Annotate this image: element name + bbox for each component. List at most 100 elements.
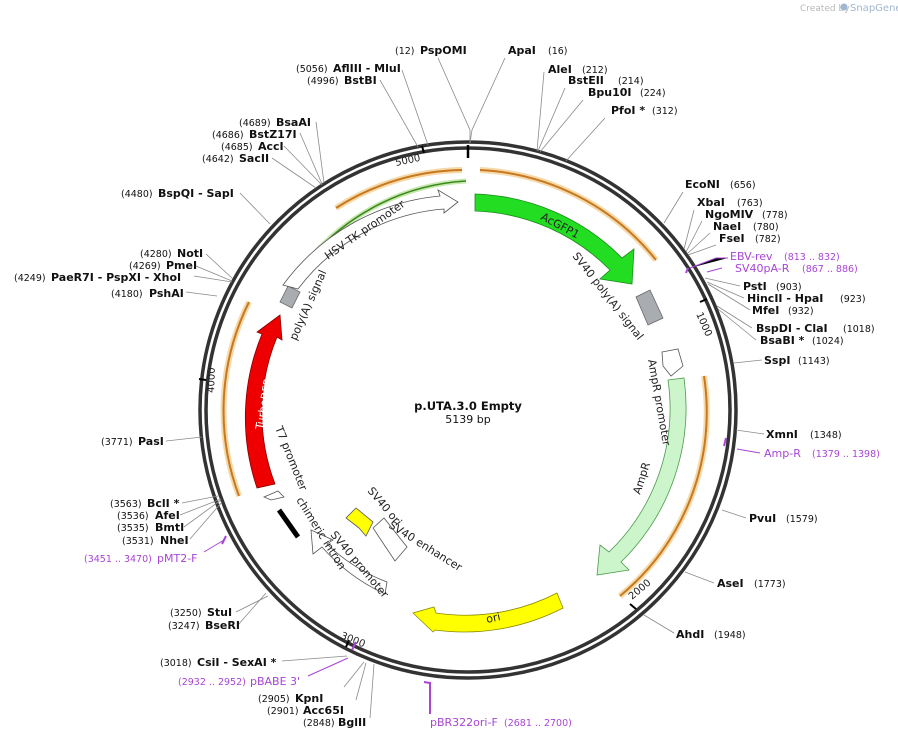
site-afliii-mlui[interactable]: AflIII - MluI xyxy=(333,62,401,75)
site-csii-sexai[interactable]: CsiI - SexAI * xyxy=(197,656,277,669)
site-xmni[interactable]: XmnI xyxy=(766,428,798,441)
site-ahdi-pos: (1948) xyxy=(714,630,746,641)
site-fsei[interactable]: FseI xyxy=(719,232,745,245)
site-mfei-pos: (932) xyxy=(788,306,814,317)
site-kpni[interactable]: KpnI xyxy=(295,692,323,705)
feature-polya-left[interactable] xyxy=(279,285,301,309)
feature-sv40-enhancer[interactable] xyxy=(372,517,408,562)
site-bsaai[interactable]: BsaAI xyxy=(276,116,311,129)
site-pspomi-pos: (12) xyxy=(395,46,415,57)
site-bglii[interactable]: BglII xyxy=(338,716,366,729)
feature-ampr-promoter[interactable] xyxy=(661,348,684,377)
site-acc65i-pos: (2901) xyxy=(267,706,299,717)
site-acci-pos: (4685) xyxy=(221,142,253,153)
site-bsteii-pos: (214) xyxy=(618,76,644,87)
site-pfoi[interactable]: PfoI * xyxy=(611,104,645,117)
site-psti[interactable]: PstI xyxy=(743,280,767,293)
site-hincii-hpai[interactable]: HincII - HpaI xyxy=(747,292,823,305)
site-sspi-pos: (1143) xyxy=(798,356,830,367)
tick-2000 xyxy=(629,603,637,610)
site-sacii-pos: (4642) xyxy=(202,154,234,165)
site-paer7i[interactable]: PaeR7I - PspXI - XhoI xyxy=(51,271,181,284)
site-bspdi-clai[interactable]: BspDI - ClaI xyxy=(756,322,828,335)
site-pmei[interactable]: PmeI xyxy=(166,259,197,272)
site-afliii-mlui-pos: (5056) xyxy=(296,64,328,75)
site-bseri-pos: (3247) xyxy=(168,621,200,632)
plasmid-name: p.UTA.3.0 Empty xyxy=(414,399,522,413)
primer-pmt2-f-range: (3451 .. 3470) xyxy=(84,554,152,565)
primer-amp-r[interactable]: Amp-R xyxy=(764,447,801,460)
feature-chimeric-intron[interactable] xyxy=(276,508,301,539)
site-apai[interactable]: ApaI xyxy=(508,44,536,57)
site-apai-pos: (16) xyxy=(548,46,568,57)
feature-turborfp[interactable] xyxy=(244,314,283,489)
site-alei[interactable]: AleI xyxy=(548,63,572,76)
site-bstz17i[interactable]: BstZ17I xyxy=(249,128,297,141)
label-ori: ori xyxy=(485,610,502,626)
site-bsteii[interactable]: BstEII xyxy=(568,74,604,87)
site-sacii[interactable]: SacII xyxy=(239,152,269,165)
plasmid-size: 5139 bp xyxy=(445,413,490,426)
credit-prefix: Created by xyxy=(800,4,850,14)
feature-hsv-tk-promoter[interactable] xyxy=(282,189,459,290)
site-econi[interactable]: EcoNI xyxy=(685,178,720,191)
site-nhei[interactable]: NheI xyxy=(160,534,189,547)
site-stui-pos: (3250) xyxy=(170,608,202,619)
site-pvui[interactable]: PvuI xyxy=(749,512,776,525)
site-paer7i-pos: (4249) xyxy=(14,273,46,284)
primer-pbr322ori-f[interactable]: pBR322ori-F xyxy=(430,716,498,729)
site-bcli-pos: (3563) xyxy=(110,499,142,510)
site-ngomiv[interactable]: NgoMIV xyxy=(705,208,754,221)
tick-1000 xyxy=(699,298,708,303)
primer-pmt2-f[interactable]: pMT2-F xyxy=(157,552,198,565)
site-xbai-pos: (763) xyxy=(737,198,763,209)
feature-sv40-ori[interactable] xyxy=(345,507,374,537)
site-noti[interactable]: NotI xyxy=(177,247,203,260)
feature-t7-promoter[interactable] xyxy=(262,490,285,501)
site-psti-pos: (903) xyxy=(776,282,802,293)
site-bspdi-clai-pos: (1018) xyxy=(843,324,875,335)
label-t7-promoter: T7 promoter xyxy=(272,423,310,493)
site-bspqi-sapi[interactable]: BspQI - SapI xyxy=(158,187,234,200)
site-mfei[interactable]: MfeI xyxy=(752,304,779,317)
site-bcli[interactable]: BclI * xyxy=(147,497,180,510)
label-hsv-tk-promoter: HSV TK promoter xyxy=(322,197,407,262)
site-bmti-pos: (3535) xyxy=(117,523,149,534)
site-bsabi-pos: (1024) xyxy=(812,336,844,347)
primer-pbabe3-range: (2932 .. 2952) xyxy=(178,677,246,688)
site-ahdi[interactable]: AhdI xyxy=(676,628,704,641)
primer-pbabe3[interactable]: pBABE 3' xyxy=(250,675,300,688)
label-ampr: AmpR xyxy=(630,460,653,496)
site-naei[interactable]: NaeI xyxy=(713,220,741,233)
site-fsei-pos: (782) xyxy=(755,234,781,245)
feature-ampr[interactable] xyxy=(596,377,687,576)
primer-ebv-rev-range: (813 .. 832) xyxy=(784,252,840,263)
site-naei-pos: (780) xyxy=(753,222,779,233)
site-asei[interactable]: AseI xyxy=(717,577,744,590)
site-afei[interactable]: AfeI xyxy=(155,509,180,522)
feature-sv40-promoter[interactable] xyxy=(310,529,388,595)
site-pasi[interactable]: PasI xyxy=(138,435,164,448)
site-acci[interactable]: AccI xyxy=(258,140,284,153)
primer-amp-r-range: (1379 .. 1398) xyxy=(812,449,880,460)
primer-sv40pa-r-range: (867 .. 886) xyxy=(802,264,858,275)
feature-sv40-polya-right[interactable] xyxy=(635,289,664,326)
site-pfoi-pos: (312) xyxy=(652,106,678,117)
site-bmti[interactable]: BmtI xyxy=(155,521,184,534)
feature-acgfp1[interactable] xyxy=(474,193,635,285)
primer-sv40pa-r[interactable]: SV40pA-R xyxy=(735,262,790,275)
site-bsabi[interactable]: BsaBI * xyxy=(760,334,805,347)
site-sspi[interactable]: SspI xyxy=(764,354,790,367)
site-pspomi[interactable]: PspOMI xyxy=(420,44,467,57)
tick-label-5000: 5000 xyxy=(394,153,421,169)
site-xbai[interactable]: XbaI xyxy=(697,196,725,209)
site-bseri[interactable]: BseRI xyxy=(205,619,240,632)
site-nhei-pos: (3531) xyxy=(122,536,154,547)
site-bpu10i[interactable]: Bpu10I xyxy=(588,86,632,99)
feature-ori[interactable] xyxy=(412,592,564,633)
site-bstbi[interactable]: BstBI xyxy=(344,74,377,87)
site-stui[interactable]: StuI xyxy=(207,606,232,619)
site-pshai[interactable]: PshAI xyxy=(149,287,184,300)
site-acc65i[interactable]: Acc65I xyxy=(303,704,344,717)
primer-ebv-rev[interactable]: EBV-rev xyxy=(730,250,773,263)
